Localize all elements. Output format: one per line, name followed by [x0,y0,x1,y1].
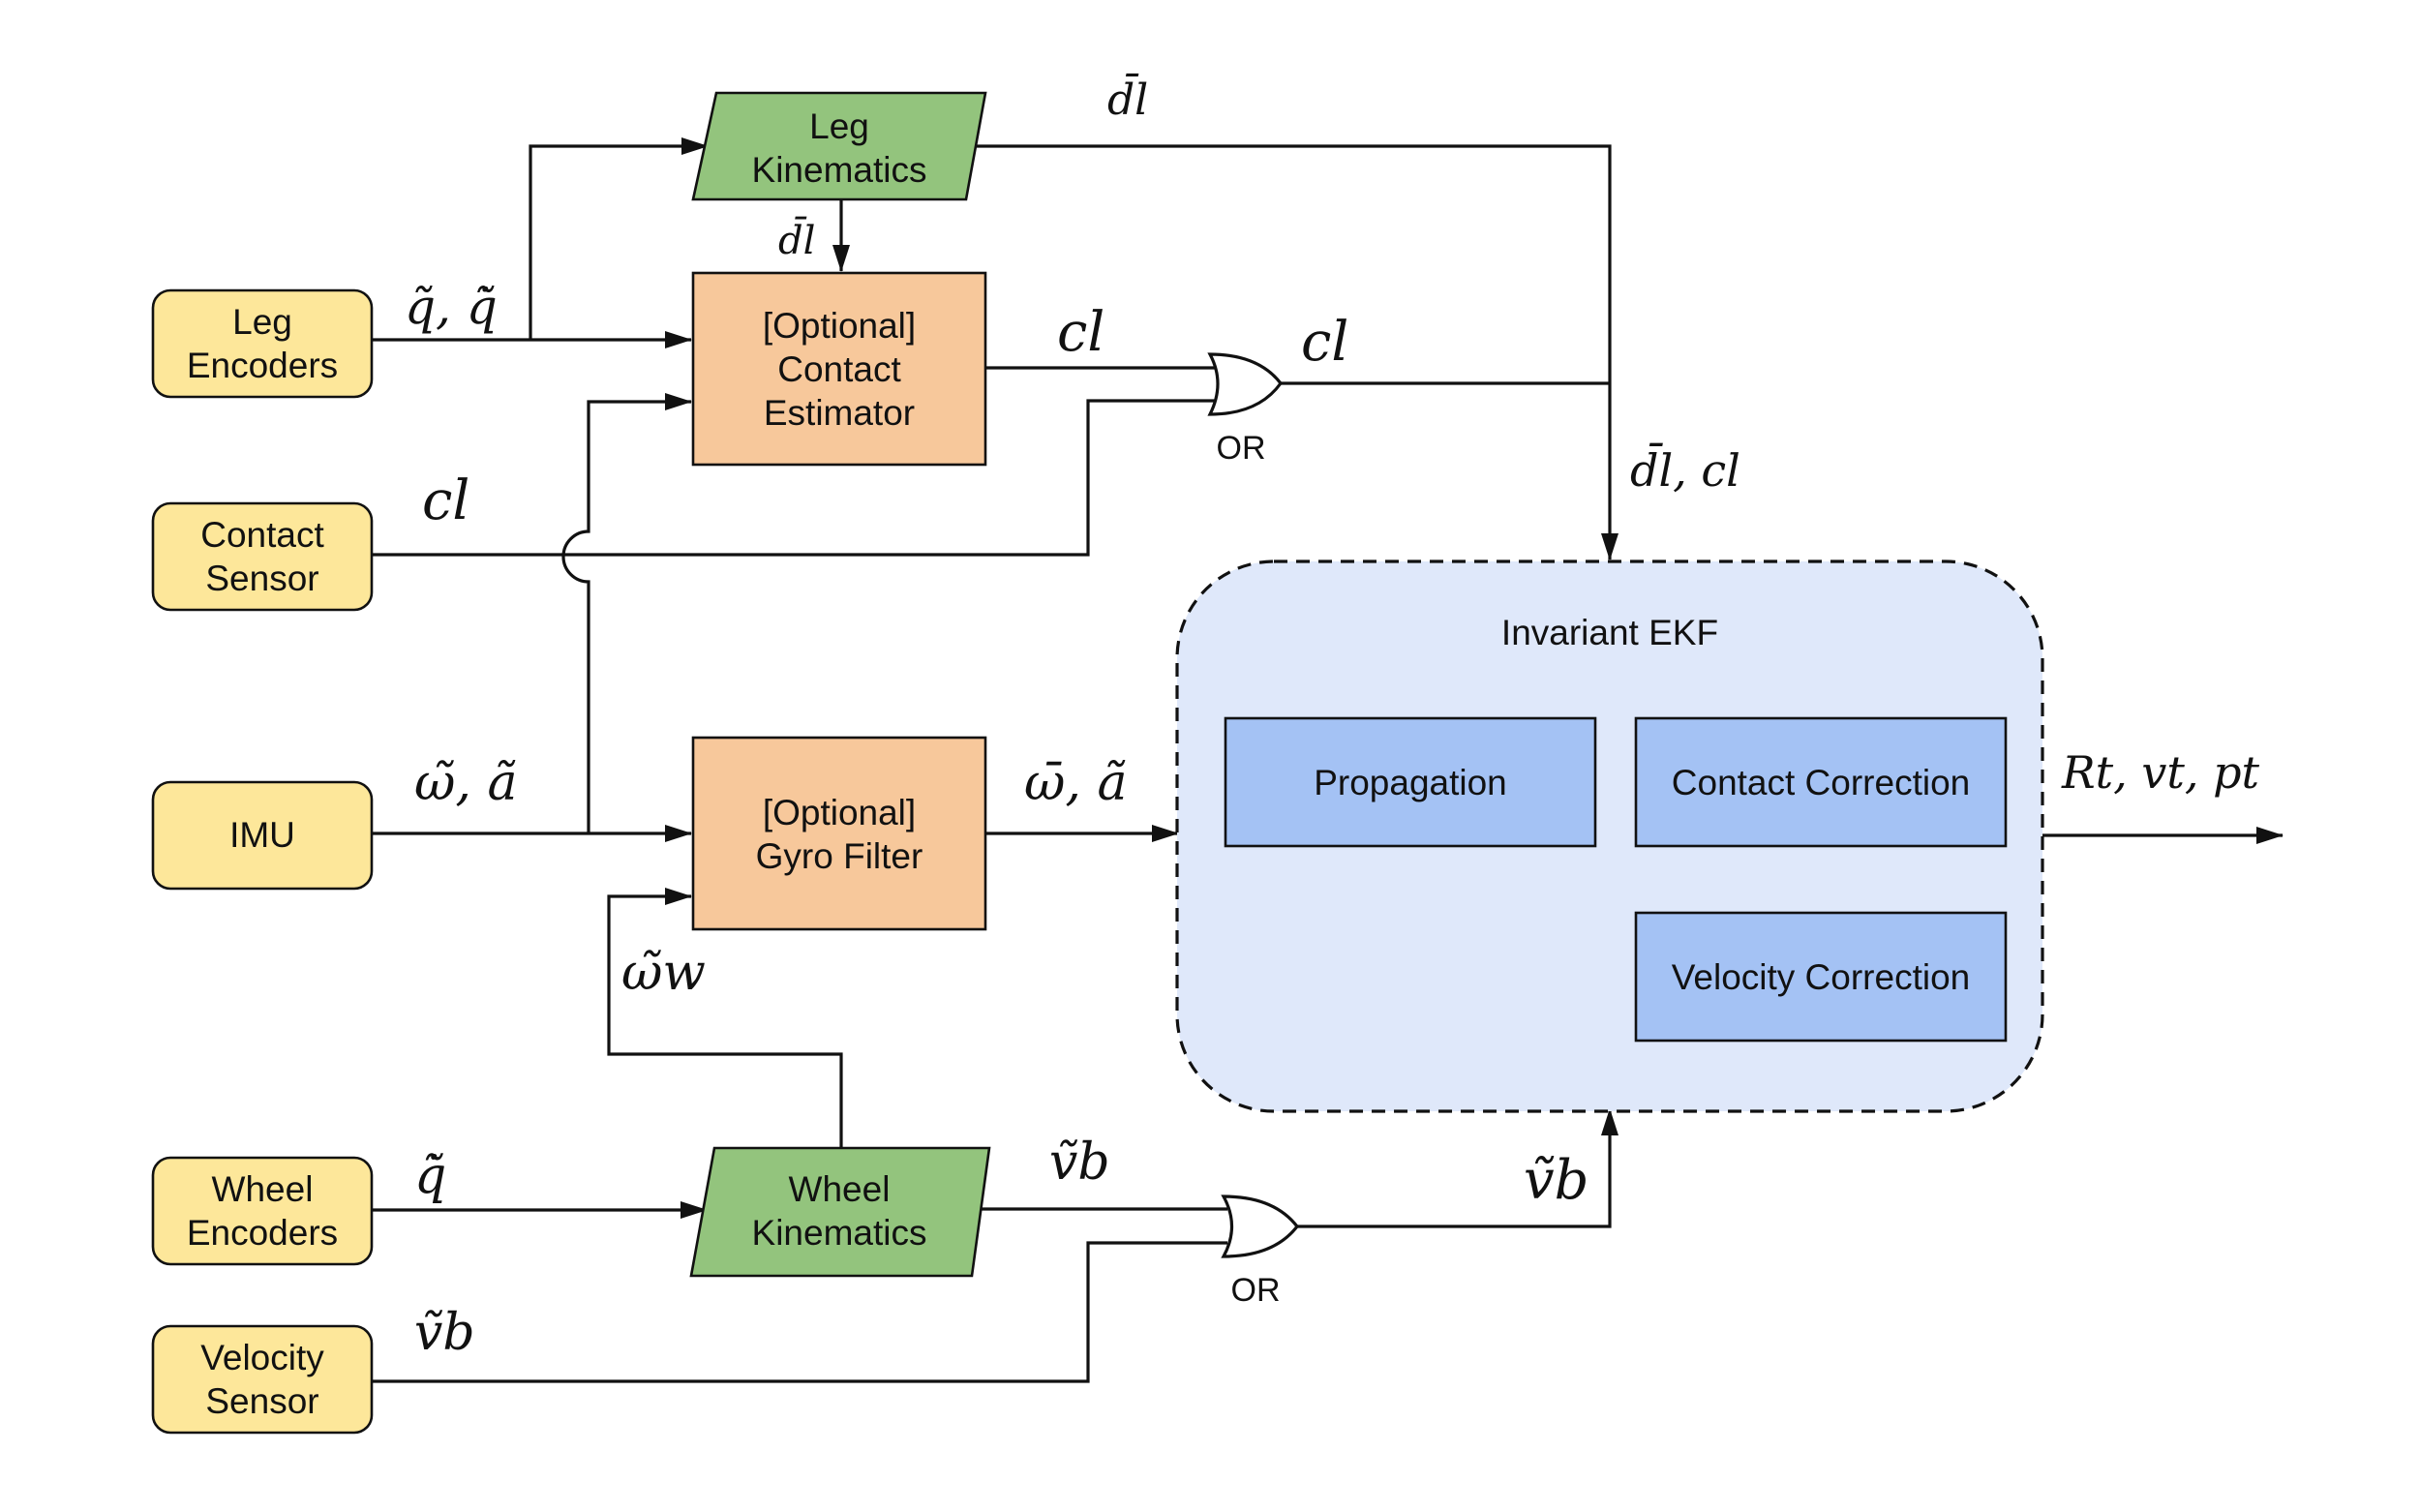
signal-gyro-filter-out: ω̄, ã [1024,754,1127,812]
gyro-filter-label-line1: [Optional] [763,793,916,832]
wheel-encoders-label-line2: Encoders [187,1213,338,1253]
wheel-kinematics-block: Wheel Kinematics [689,1146,991,1278]
signal-contact-or-out: cl [1301,311,1348,374]
wheel-kinematics-label-line2: Kinematics [752,1213,927,1253]
wire-contact-sensor-to-or [372,399,1215,557]
contact-sensor-label-line2: Sensor [205,559,318,598]
contact-sensor-label-line1: Contact [200,515,324,555]
contact-correction-module: Contact Correction [1634,716,2008,848]
signal-wheel-encoders: q̃̇ [414,1147,446,1205]
signal-ekf-contact-input: d̄l, cl [1630,441,1740,497]
signal-contact-estimator-out: cl [1057,301,1104,364]
signal-velocity-or-out: ṽb [1524,1149,1588,1212]
signal-leg-kinematics-out: d̄l [1107,72,1148,125]
signal-leg-encoders: q̃, q̃̇ [405,279,498,335]
imu-box: IMU [151,780,374,891]
wheel-encoders-label-line1: Wheel [212,1169,314,1209]
velocity-correction-module: Velocity Correction [1634,911,2008,1043]
wheel-kinematics-label-line1: Wheel [789,1169,891,1209]
leg-encoders-label-line1: Leg [232,302,292,342]
contact-or-label: OR [1217,430,1266,467]
signal-ekf-output: Rt, vt, pt [2061,746,2260,799]
contact-estimator-label-line3: Estimator [764,393,915,433]
contact-or-gate: OR [1207,352,1283,467]
leg-encoders-box: Leg Encoders [151,288,374,399]
wheel-encoders-box: Wheel Encoders [151,1156,374,1266]
signal-wheel-kinematics-out: ṽb [1049,1134,1110,1192]
imu-label: IMU [229,815,295,855]
leg-kinematics-label-line1: Leg [809,106,869,146]
signal-imu: ω̃, ã [414,754,517,812]
signal-wheel-gyro: ω̃w [621,944,706,1002]
signal-velocity-sensor: ṽb [414,1304,475,1362]
wire-leg-encoders-to-leg-kinematics [529,137,709,340]
contact-sensor-box: Contact Sensor [151,501,374,612]
velocity-or-gate: OR [1221,1194,1300,1309]
velocity-or-label: OR [1231,1272,1281,1309]
velocity-sensor-box: Velocity Sensor [151,1324,374,1435]
contact-estimator-block: [Optional] Contact Estimator [691,271,987,467]
wire-wheel-kinematics-to-gyro-filter [607,888,843,1149]
contact-correction-label: Contact Correction [1672,763,1970,802]
velocity-correction-label: Velocity Correction [1672,957,1970,997]
leg-kinematics-label-line2: Kinematics [752,150,927,190]
signal-leg-kinematics-down: d̄l [778,216,815,263]
propagation-module: Propagation [1224,716,1597,848]
gyro-filter-label-line2: Gyro Filter [756,836,923,876]
velocity-sensor-label-line1: Velocity [200,1338,324,1377]
velocity-sensor-label-line2: Sensor [205,1381,318,1421]
wire-velocity-sensor-to-or [372,1241,1227,1383]
contact-estimator-label-line1: [Optional] [763,306,916,346]
leg-encoders-label-line2: Encoders [187,346,338,385]
gyro-filter-block: [Optional] Gyro Filter [691,736,987,931]
leg-kinematics-block: Leg Kinematics [691,91,987,201]
wire-imu-to-contact-estimator [561,393,692,833]
contact-estimator-label-line2: Contact [777,349,901,389]
signal-contact-sensor: cl [422,469,469,532]
ekf-title: Invariant EKF [1501,613,1718,652]
wire-velocity-or-to-ekf [1297,1108,1618,1228]
propagation-label: Propagation [1314,763,1507,802]
wire-leg-kinematics-to-ekf [971,144,1618,560]
